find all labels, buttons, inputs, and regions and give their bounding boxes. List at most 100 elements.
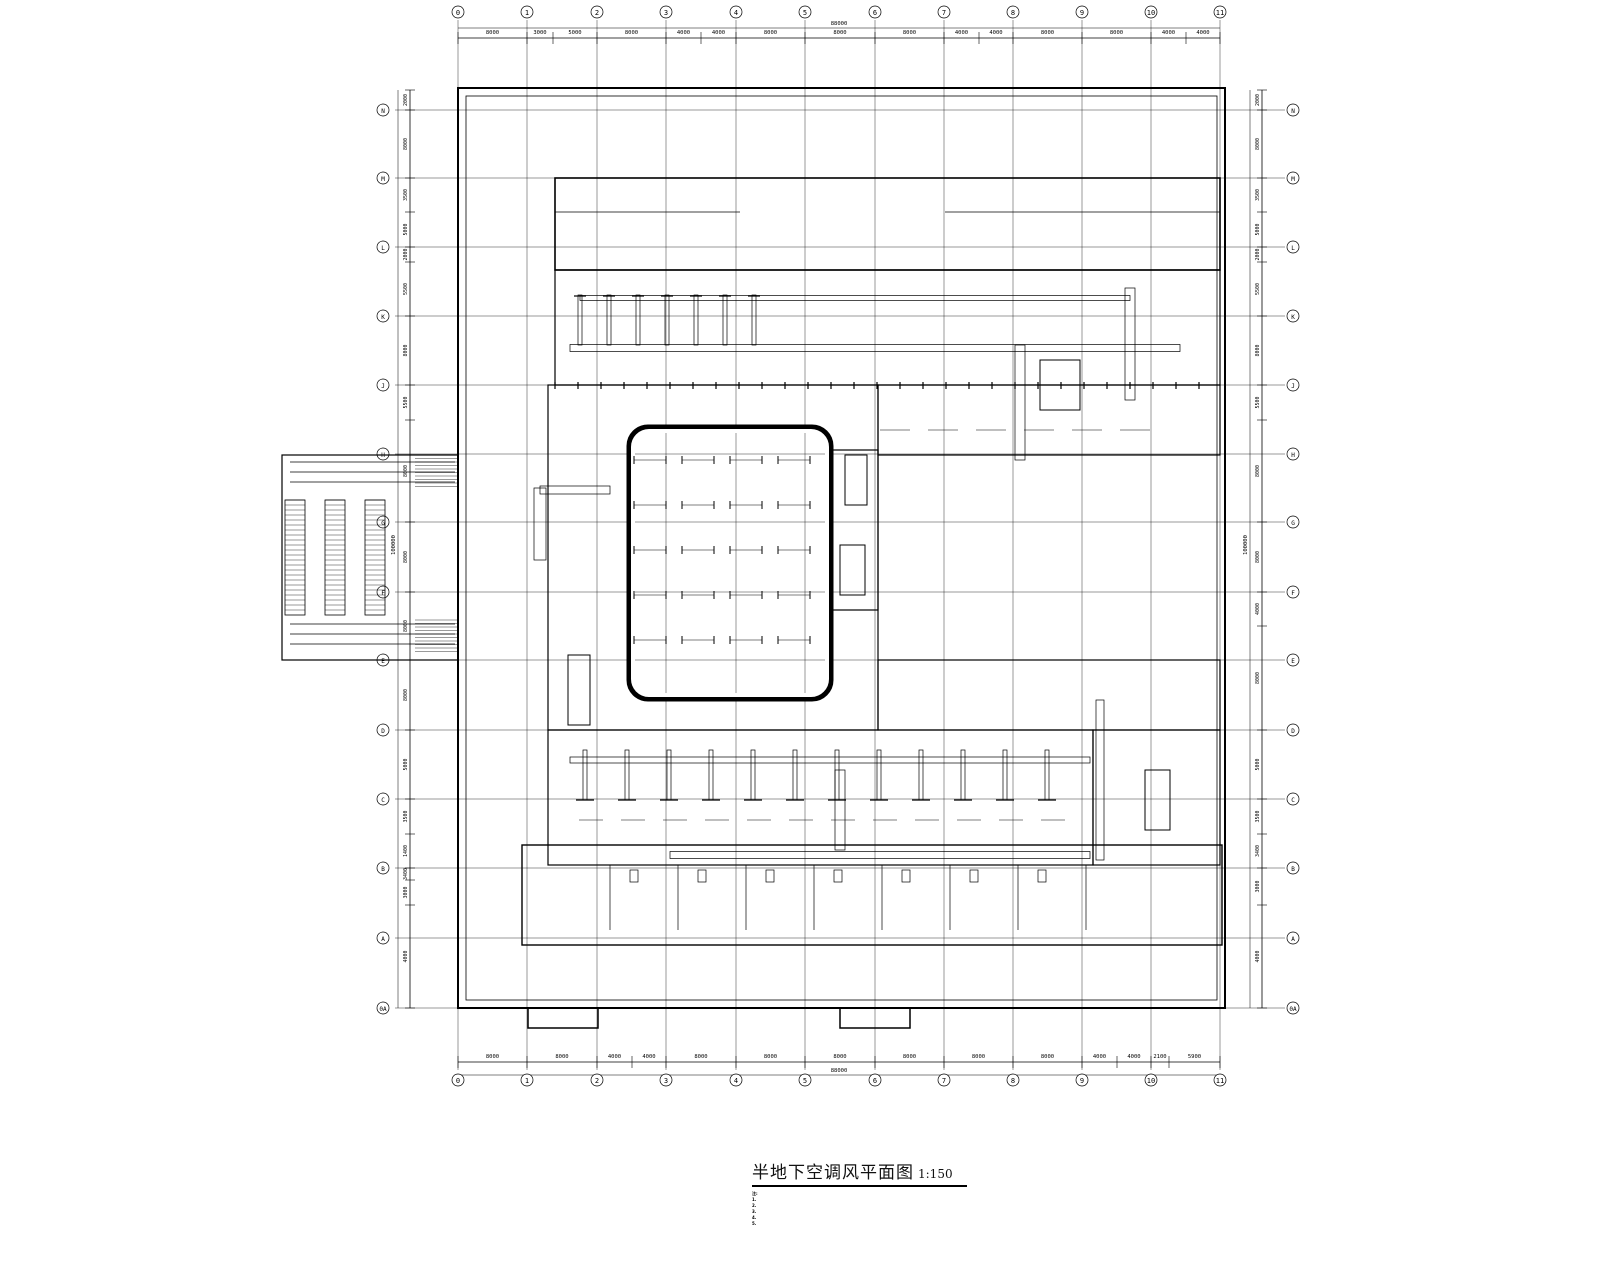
grid-row-label: J	[1291, 383, 1295, 390]
grid-column-label: 1	[525, 9, 529, 17]
grid-row-label: E	[1291, 658, 1295, 665]
dimension-label: 4000	[955, 30, 968, 36]
grid-column-label: 11	[1216, 9, 1224, 17]
air-duct	[624, 749, 630, 801]
air-duct	[666, 749, 672, 801]
north-office-zone	[554, 269, 1221, 386]
dimension-label: 3400	[1255, 845, 1261, 857]
grid-column-label: 1	[525, 1077, 529, 1085]
air-duct	[834, 749, 840, 801]
dimension-label: 4000	[1255, 950, 1261, 962]
main-duct-loop	[626, 424, 834, 702]
air-duct	[1095, 699, 1105, 861]
grid-bubble-row	[1286, 447, 1300, 461]
north-rooms-block	[554, 177, 1221, 271]
fan-coil-unit	[833, 869, 843, 883]
dimension-label: 4000	[989, 30, 1002, 36]
grid-row-label: D	[381, 728, 385, 735]
grid-bubble-row	[1286, 653, 1300, 667]
grid-bubble-column	[1213, 1073, 1227, 1087]
dimension-label: 8000	[972, 1054, 985, 1060]
air-duct	[750, 749, 756, 801]
dimension-label: 4000	[677, 30, 690, 36]
grid-row-label: H	[1291, 452, 1295, 459]
grid-row-label: M	[1291, 176, 1295, 183]
dimension-label: 8000	[403, 344, 409, 356]
dimension-label: 8000	[1255, 138, 1261, 150]
grid-row-label: D	[1291, 728, 1295, 735]
grid-bubble-column	[868, 5, 882, 19]
dimension-label: 5000	[568, 30, 581, 36]
grid-row-label: F	[1291, 590, 1295, 597]
grid-bubble-column	[520, 5, 534, 19]
note-2: 2.	[752, 1203, 757, 1208]
dimension-label: 2000	[1255, 248, 1261, 260]
air-handling-unit	[567, 654, 591, 726]
building-walls	[457, 87, 1226, 1029]
stair-flight	[324, 499, 346, 616]
dimension-label: 3400	[403, 868, 409, 880]
dimension-label: 3500	[1255, 810, 1261, 822]
dimension-label: 5000	[1255, 223, 1261, 235]
grid-bubble-row	[1286, 931, 1300, 945]
grid-column-label: 11	[1216, 1077, 1224, 1085]
grid-bubble-column	[1144, 5, 1158, 19]
air-duct	[918, 749, 924, 801]
grid-column-label: 2	[595, 9, 599, 17]
grid-column-label: 4	[734, 1077, 738, 1085]
grid-bubble-row	[1286, 309, 1300, 323]
dimension-label: 8000	[625, 30, 638, 36]
dimension-label: 4000	[1196, 30, 1209, 36]
air-duct	[834, 769, 846, 851]
dimension-label: 8000	[555, 1054, 568, 1060]
grid-bubble-row	[376, 103, 390, 117]
grid-bubble-column	[520, 1073, 534, 1087]
grid-column-label: 8	[1011, 1077, 1015, 1085]
air-duct	[1002, 749, 1008, 801]
dimension-label: 8000	[486, 1054, 499, 1060]
dimension-label: 8000	[486, 30, 499, 36]
grid-bubble-column	[451, 5, 465, 19]
grid-row-label: E	[381, 658, 385, 665]
grid-bubble-column	[1144, 1073, 1158, 1087]
grid-bubble-row	[1286, 792, 1300, 806]
grid-row-label: N	[1291, 108, 1295, 115]
grid-bubble-column	[1075, 5, 1089, 19]
dimension-total-label: 88000	[831, 21, 848, 27]
grid-row-label: J	[381, 383, 385, 390]
air-duct	[792, 749, 798, 801]
air-handling-unit	[1144, 769, 1171, 831]
air-duct	[693, 294, 699, 346]
grid-column-label: 6	[873, 9, 877, 17]
dimension-label: 8000	[833, 1054, 846, 1060]
grid-bubble-column	[590, 5, 604, 19]
grid-column-label: 0	[456, 1077, 460, 1085]
grid-bubble-row	[376, 378, 390, 392]
grid-column-label: 5	[803, 9, 807, 17]
grid-bubble-row	[376, 171, 390, 185]
dimension-label: 5900	[1188, 1054, 1201, 1060]
dimension-label: 5500	[403, 396, 409, 408]
dimension-label: 4000	[1093, 1054, 1106, 1060]
dimension-label: 3500	[403, 810, 409, 822]
light-well	[839, 1007, 911, 1029]
dimension-label: 4000	[1162, 30, 1175, 36]
grid-bubble-row	[1286, 103, 1300, 117]
air-duct	[579, 295, 1131, 301]
air-duct	[751, 294, 757, 346]
dimension-label: 8000	[403, 620, 409, 632]
grid-row-label: N	[381, 108, 385, 115]
outer-wall-inner	[465, 95, 1218, 1001]
grid-bubble-row	[1286, 861, 1300, 875]
drawing-scale: 1:150	[918, 1167, 953, 1181]
entrance-stairs	[281, 454, 459, 661]
grid-bubble-row	[1286, 378, 1300, 392]
dimension-label: 8000	[1255, 672, 1261, 684]
air-duct	[876, 749, 882, 801]
dimension-label: 8000	[694, 1054, 707, 1060]
dimension-label: 3500	[403, 189, 409, 201]
air-duct	[635, 294, 641, 346]
